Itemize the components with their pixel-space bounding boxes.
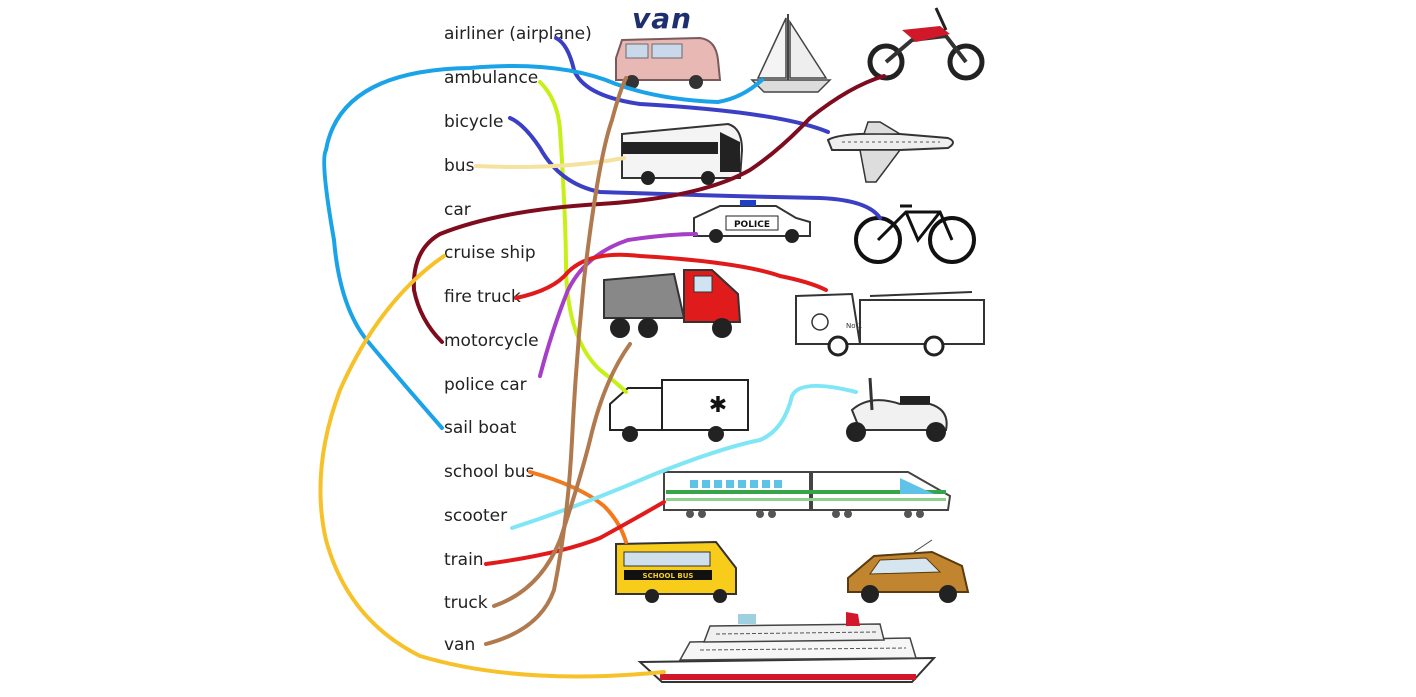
word-bus: bus <box>444 156 475 176</box>
scooter-picture <box>846 377 948 442</box>
line-police-car <box>538 232 698 378</box>
line-school-bus <box>528 470 628 544</box>
ambulance-picture: ✱ <box>609 379 749 442</box>
school-bus-picture: SCHOOL BUS <box>615 540 737 603</box>
word-motorcycle: motorcycle <box>444 331 539 351</box>
fire-truck-text: No 1 <box>846 322 862 330</box>
word-fire-truck: fire truck <box>444 287 521 307</box>
word-truck: truck <box>444 593 488 613</box>
line-sail-boat <box>322 64 764 430</box>
train-picture <box>663 471 952 518</box>
car-picture <box>847 539 970 603</box>
line-van <box>484 76 628 646</box>
word-police-car: police car <box>444 375 527 395</box>
bus-picture <box>621 122 744 185</box>
svg-text:✱: ✱ <box>709 393 727 418</box>
sailboat-picture <box>750 14 832 93</box>
line-cruise-ship <box>318 254 666 679</box>
airplane-picture <box>826 121 954 183</box>
dump-truck-picture <box>603 269 742 338</box>
cruise-ship-picture <box>637 612 937 683</box>
line-ambulance <box>538 80 628 394</box>
line-bus <box>474 156 626 169</box>
word-sail-boat: sail boat <box>444 418 517 438</box>
word-ambulance: ambulance <box>444 68 539 88</box>
school-bus-text: SCHOOL BUS <box>643 572 694 580</box>
matching-lines <box>318 36 886 679</box>
van-picture <box>615 36 722 89</box>
line-scooter <box>510 383 858 530</box>
handwritten-van-label: van <box>632 2 693 35</box>
word-scooter: scooter <box>444 506 508 526</box>
word-school-bus: school bus <box>444 462 535 482</box>
bicycle-picture <box>854 204 976 264</box>
police-text: POLICE <box>734 220 770 230</box>
police-car-picture: POLICE <box>693 200 811 243</box>
line-train <box>484 500 666 566</box>
word-van: van <box>444 635 476 655</box>
word-car: car <box>444 200 471 220</box>
line-bicycle <box>508 116 882 220</box>
line-fire-truck <box>514 252 828 300</box>
word-bicycle: bicycle <box>444 112 504 132</box>
word-cruise-ship: cruise ship <box>444 243 536 263</box>
motorcycle-picture <box>867 7 985 81</box>
line-truck <box>492 342 632 608</box>
word-train: train <box>444 550 484 570</box>
fire-truck-picture: No 1 <box>795 291 985 357</box>
